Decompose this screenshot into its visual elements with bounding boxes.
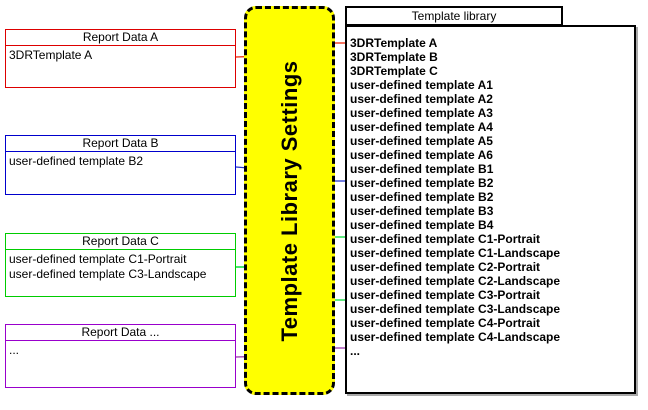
report-data-c-box: Report Data C user-defined template C1-P… [5, 233, 236, 297]
report-data-c-title: Report Data C [6, 234, 235, 250]
report-data-etc-box: Report Data ... ... [5, 324, 236, 388]
report-data-etc-title: Report Data ... [6, 325, 235, 341]
template-list-item: ... [350, 344, 361, 358]
template-list-item: user-defined template C3-Landscape [350, 302, 561, 316]
report-data-c-item: user-defined template C1-Portrait [9, 252, 187, 266]
template-library-title-box: Template library [345, 6, 563, 26]
template-list-item: user-defined template B4 [350, 218, 494, 232]
template-list-item: user-defined template A6 [350, 148, 493, 162]
template-list-item: user-defined template C4-Portrait [350, 316, 541, 330]
template-list-item: user-defined template B2 [350, 176, 494, 190]
report-data-a-title: Report Data A [6, 30, 235, 46]
report-data-c-item: user-defined template C3-Landscape [9, 267, 207, 281]
template-list-item: 3DRTemplate C [350, 64, 438, 78]
report-data-b-box: Report Data B user-defined template B2 [5, 135, 236, 195]
template-list-item: user-defined template A2 [350, 92, 493, 106]
template-library-list: 3DRTemplate A 3DRTemplate B 3DRTemplate … [345, 25, 636, 394]
report-data-b-item: user-defined template B2 [9, 154, 144, 168]
template-list-item: user-defined template C2-Portrait [350, 260, 541, 274]
template-list-item: user-defined template C4-Landscape [350, 330, 561, 344]
report-data-etc-item: ... [9, 343, 20, 357]
template-list-item: user-defined template A3 [350, 106, 493, 120]
template-library-settings-label: Template Library Settings [276, 59, 302, 342]
report-data-b-title: Report Data B [6, 136, 235, 152]
template-list-item: 3DRTemplate A [350, 36, 438, 50]
template-list-item: 3DRTemplate B [350, 50, 438, 64]
report-data-a-item: 3DRTemplate A [9, 48, 93, 62]
template-list-item: user-defined template A1 [350, 78, 493, 92]
report-data-a-box: Report Data A 3DRTemplate A [5, 29, 236, 88]
template-list-item: user-defined template C1-Landscape [350, 246, 561, 260]
template-list-item: user-defined template A5 [350, 134, 493, 148]
template-library-title: Template library [411, 9, 497, 23]
template-list-item: user-defined template B2 [350, 190, 494, 204]
template-library-settings-panel: Template Library Settings [244, 6, 335, 395]
template-list-item: user-defined template B3 [350, 204, 494, 218]
template-list-item: user-defined template C1-Portrait [350, 232, 541, 246]
template-list-item: user-defined template C2-Landscape [350, 274, 561, 288]
template-list-item: user-defined template A4 [350, 120, 493, 134]
template-list-item: user-defined template C3-Portrait [350, 288, 541, 302]
template-list-item: user-defined template B1 [350, 162, 494, 176]
